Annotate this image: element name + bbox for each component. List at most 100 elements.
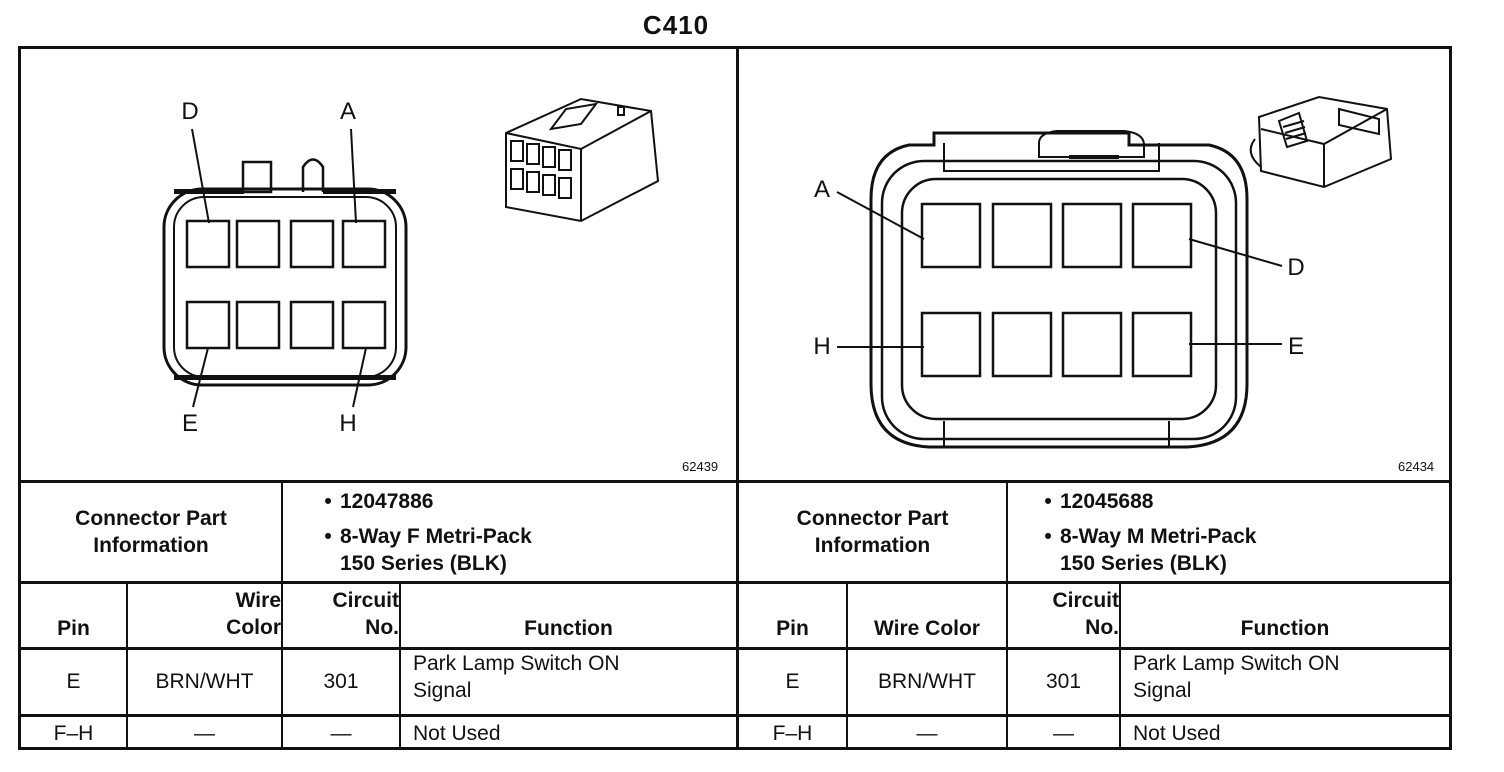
male-latch [1038,130,1145,158]
part-info-values-left: • 12047886 • 8-Way F Metri-Pack 150 Series… [316,488,532,577]
header-wire-color-left: Wire Color [128,584,281,647]
female-housing-top-band-right [323,189,396,194]
right-row2-pin: F–H [772,721,813,745]
right-col-line-2 [1006,482,1008,750]
pin-label-A-left: A [339,98,356,125]
header-circuit-right: Circuit No. [1008,584,1119,647]
pin-label-H-right: H [813,333,831,360]
right-row1-function-line1: Park Lamp Switch ON [1133,652,1340,675]
left-col-line-2 [281,482,283,750]
left-row1-function: Park Lamp Switch ON Signal [401,650,736,714]
header-bottom-line [18,647,1452,650]
left-row1-pin: E [66,670,81,693]
leader-D [191,128,210,224]
header-circuit-left: Circuit No. [283,584,399,647]
leader-A [350,128,357,224]
right-row1-pin: E [785,670,800,693]
male-housing-inner [900,177,1218,421]
right-row1-function-line2: Signal [1133,679,1192,702]
header-wire-color-right: Wire Color [874,617,980,640]
male-pin-row1-1 [920,202,982,269]
leader-A-right [836,191,925,240]
part-description-left-line2: 150 Series (BLK) [340,552,507,575]
part-info-label-left-line1: Connector Part [75,507,227,530]
left-row1-function-line1: Park Lamp Switch ON [413,652,620,675]
center-divider [736,46,739,750]
leader-D-right [1188,238,1283,267]
female-pin-row2-4 [341,300,387,350]
header-wire-color-left-line2: Color [226,616,281,639]
left-row2-pin: F–H [53,721,94,745]
left-row1-function-line2: Signal [413,679,472,702]
male-pin-row1-4 [1131,202,1193,269]
pin-label-D-right: D [1287,254,1305,281]
female-pin-A-row1-1 [185,219,231,269]
pin-label-D-left: D [181,98,199,125]
female-connector-3d-icon [505,97,660,223]
left-row2-function: Not Used [413,721,501,745]
female-lock-tab [241,160,273,194]
male-pin-row1-3 [1061,202,1123,269]
female-connector-diagram [162,97,660,408]
female-pin-row1-4 [341,219,387,269]
header-circuit-left-line2: No. [365,616,399,639]
bullet: • [324,490,332,513]
male-housing-outer [869,131,1249,449]
partinfo-bottom-line [18,581,1452,584]
part-info-label-left-line2: Information [93,534,209,557]
male-pin-row1-2 [991,202,1053,269]
part-description-left-line1: 8-Way F Metri-Pack [340,525,532,548]
part-info-label-right: Connector Part Information [739,483,1006,581]
female-pin-row2-2 [235,300,281,350]
header-circuit-right-line1: Circuit [1052,589,1119,612]
left-col-line-3 [399,583,401,750]
header-pin-right: Pin [776,617,809,640]
male-housing-mid [880,159,1238,441]
male-pin-row2-2 [991,311,1053,378]
female-housing-outer [162,187,408,387]
male-connector-3d-icon [1249,95,1393,189]
female-pin-row1-3 [289,219,335,269]
bullet: • [1044,490,1052,513]
part-number-left: 12047886 [340,490,434,513]
female-pin-row2-3 [289,300,335,350]
connector-title: C410 [642,10,710,40]
left-row1-circuit: 301 [323,670,359,693]
right-col-line-3 [1119,583,1121,750]
right-row2-wire-color: — [916,721,938,745]
left-row2-circuit: — [330,721,352,745]
header-wire-color-left-line1: Wire [235,589,281,612]
male-pin-row2-1 [920,311,982,378]
connector-table-frame [18,46,1452,750]
part-info-label-left: Connector Part Information [21,483,281,581]
female-pin-row1-2 [235,219,281,269]
right-row2-circuit: — [1053,721,1074,745]
right-row1-function: Park Lamp Switch ON Signal [1121,650,1449,714]
figure-number-left: 62439 [682,459,719,474]
female-housing-top-band-left [174,189,244,194]
right-row2-function: Not Used [1133,721,1221,745]
right-row1-wire-color: BRN/WHT [878,670,976,693]
header-circuit-left-line1: Circuit [332,589,399,612]
left-col-line-1 [126,583,128,750]
part-number-right: 12045688 [1060,490,1154,513]
pin-label-H-left: H [339,410,357,437]
part-description-right-line2: 150 Series (BLK) [1060,552,1227,575]
female-lock-ramp [301,158,325,192]
right-col-line-1 [846,583,848,750]
right-row1-circuit: 301 [1045,670,1082,693]
left-row2-wire-color: — [194,721,215,745]
header-function-right: Function [1240,617,1330,640]
left-row1-wire-color: BRN/WHT [155,670,254,693]
diagram-bottom-line [18,480,1452,483]
part-info-label-right-line2: Information [814,534,931,557]
bullet: • [324,525,332,548]
header-function-left: Function [524,617,613,640]
male-pin-row2-3 [1061,311,1123,378]
male-connector-diagram [836,95,1393,449]
pin-label-E-right: E [1287,333,1304,360]
bullet: • [1044,525,1052,548]
header-circuit-right-line2: No. [1085,616,1119,639]
male-housing-top-notch [943,143,1160,172]
female-housing-bottom-band [174,375,396,380]
